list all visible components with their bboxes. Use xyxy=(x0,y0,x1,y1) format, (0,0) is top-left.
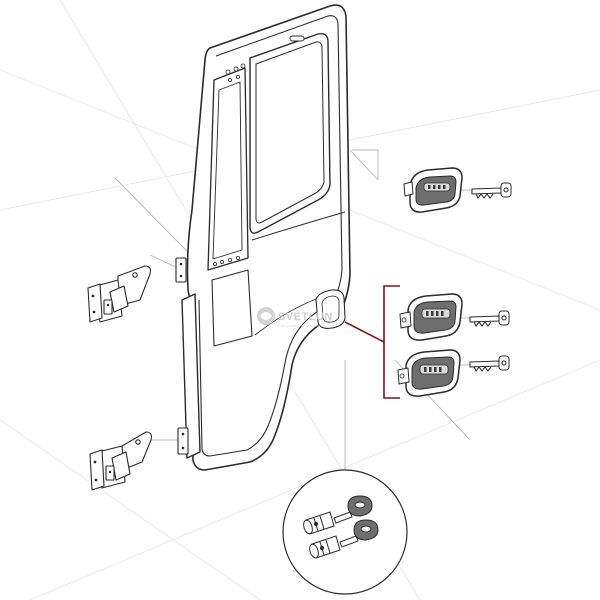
door-key-upper xyxy=(471,182,512,199)
door-handle-recess-inner xyxy=(321,295,340,323)
window-frame-outer xyxy=(249,32,331,234)
belt-line xyxy=(251,211,346,241)
door-edge-flange xyxy=(181,293,201,459)
door-outer-outline xyxy=(186,4,351,471)
hinge-plate-bolts xyxy=(179,262,185,450)
door-hinge-plate-lower xyxy=(177,427,189,455)
door-key-lower xyxy=(469,355,510,372)
svetlun-watermark: SVETLUN Auto parts & accessories xyxy=(257,307,333,328)
lock-key-1 xyxy=(333,495,373,524)
upper-hinge xyxy=(87,265,151,323)
lock-cylinder-1 xyxy=(303,511,335,535)
callout-bracket xyxy=(344,285,400,399)
lock-cylinder-set xyxy=(282,469,408,595)
exterior-handle-upper xyxy=(399,293,463,341)
post-holes xyxy=(212,63,246,266)
watermark-tagline: Auto parts & accessories xyxy=(278,323,322,328)
interior-handle xyxy=(403,167,463,213)
door-inner-outline xyxy=(198,15,343,457)
lock-key-2 xyxy=(339,519,379,548)
leader-lines xyxy=(114,149,472,535)
vent-post xyxy=(207,67,249,271)
window-frame-inner xyxy=(255,41,325,224)
door-panel xyxy=(175,4,351,471)
top-slot xyxy=(289,35,305,42)
exterior-handle-lower xyxy=(397,349,461,397)
lower-inner-panel xyxy=(211,269,253,347)
lower-hinge xyxy=(89,431,152,491)
vent-post-inner xyxy=(212,81,243,260)
watermark-brand: SVETLUN xyxy=(278,311,333,323)
door-hinge-plate-upper xyxy=(175,257,187,283)
door-key-middle xyxy=(469,310,510,327)
lock-cylinder-2 xyxy=(309,535,341,559)
